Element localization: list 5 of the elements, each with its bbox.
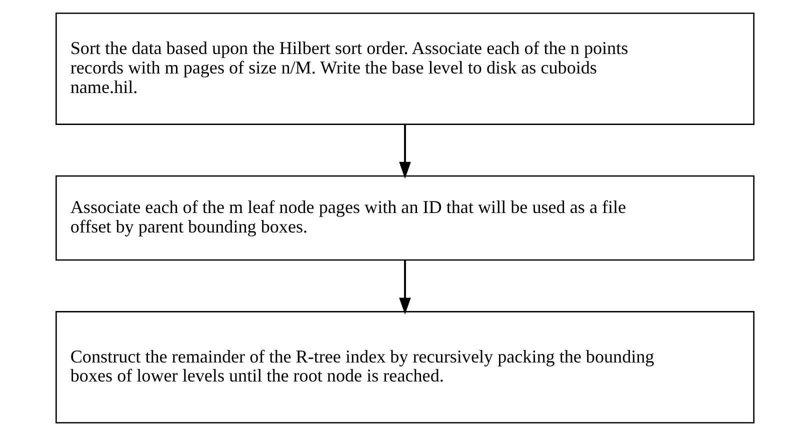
arrow — [398, 260, 410, 315]
node-box: Construct the remainder of the R-tree index by recursively packing the bounding boxes of lower levels until the root node is reached. — [55, 311, 754, 424]
arrow — [398, 124, 410, 179]
node-box: Associate each of the m leaf node pages with an ID that will be used as a file offset by parent bounding boxes. — [55, 175, 754, 261]
node-box: Sort the data based upon the Hilbert sort order. Associate each of the n points records with m pages of size n/M. Write the base level to disk as cuboids name.hil. — [55, 12, 754, 125]
